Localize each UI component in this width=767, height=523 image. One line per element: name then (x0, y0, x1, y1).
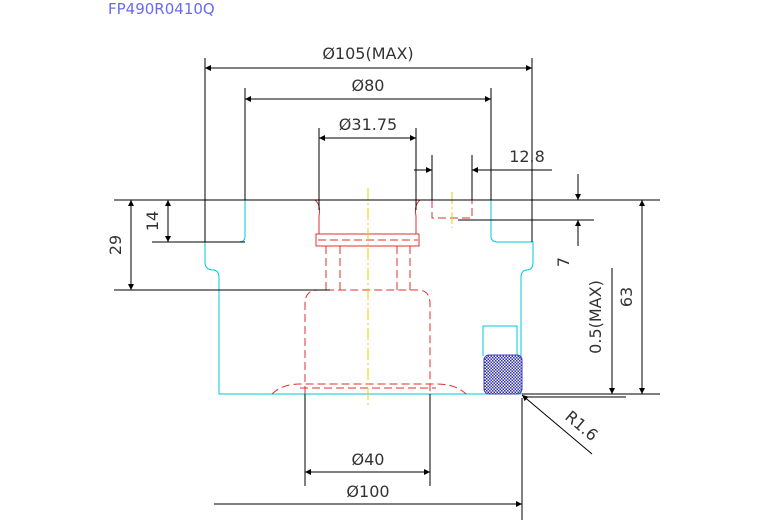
dim-diameter-100: Ø100 (346, 482, 389, 501)
dim-diameter-105: Ø105(MAX) (322, 44, 413, 63)
dimension-lines (114, 58, 660, 520)
part-number-title: FP490R0410Q (108, 0, 215, 18)
dim-7: 7 (554, 257, 573, 267)
dim-diameter-80: Ø80 (352, 76, 385, 95)
dim-0-5-max: 0.5(MAX) (586, 280, 605, 354)
dim-r1-6: R1.6 (561, 407, 601, 445)
dim-63: 63 (617, 287, 636, 307)
dim-12-8: 12.8 (509, 147, 545, 166)
hidden-lines (271, 199, 473, 395)
dim-diameter-40: Ø40 (352, 450, 385, 469)
dimension-labels: Ø105(MAX) Ø80 Ø31.75 12.8 14 29 7 0.5(MA… (106, 44, 636, 501)
dim-29: 29 (106, 235, 125, 255)
dim-14: 14 (143, 211, 162, 231)
seal-section (483, 354, 523, 395)
centerlines (367, 188, 453, 406)
dim-diameter-31-75: Ø31.75 (339, 115, 397, 134)
